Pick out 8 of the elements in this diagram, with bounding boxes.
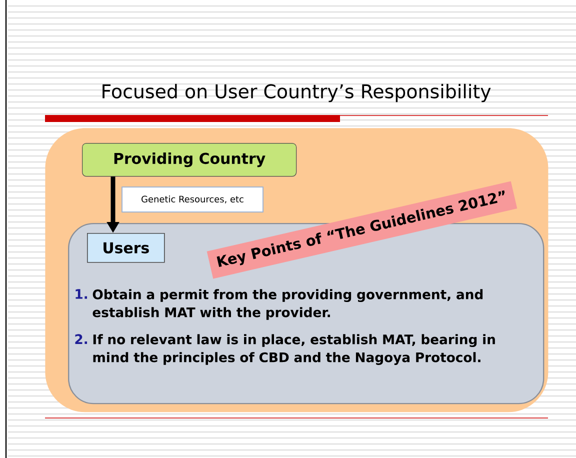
list-item: If no relevant law is in place, establish MAT, bearing in mind the principles of CBD and the Nagoya Protocol. [93,334,495,365]
process-box: Providing Country [82,142,297,177]
list-number: 1. [76,289,88,299]
list-item: Obtain a permit from the providing government, and establish MAT with the provider. [92,289,483,320]
title: Focused on User Country’s Responsibility [102,84,491,102]
edge-label: Genetic Resources, etc [122,186,264,212]
process-box: Users [87,232,165,263]
list-number: 2. [75,334,88,344]
